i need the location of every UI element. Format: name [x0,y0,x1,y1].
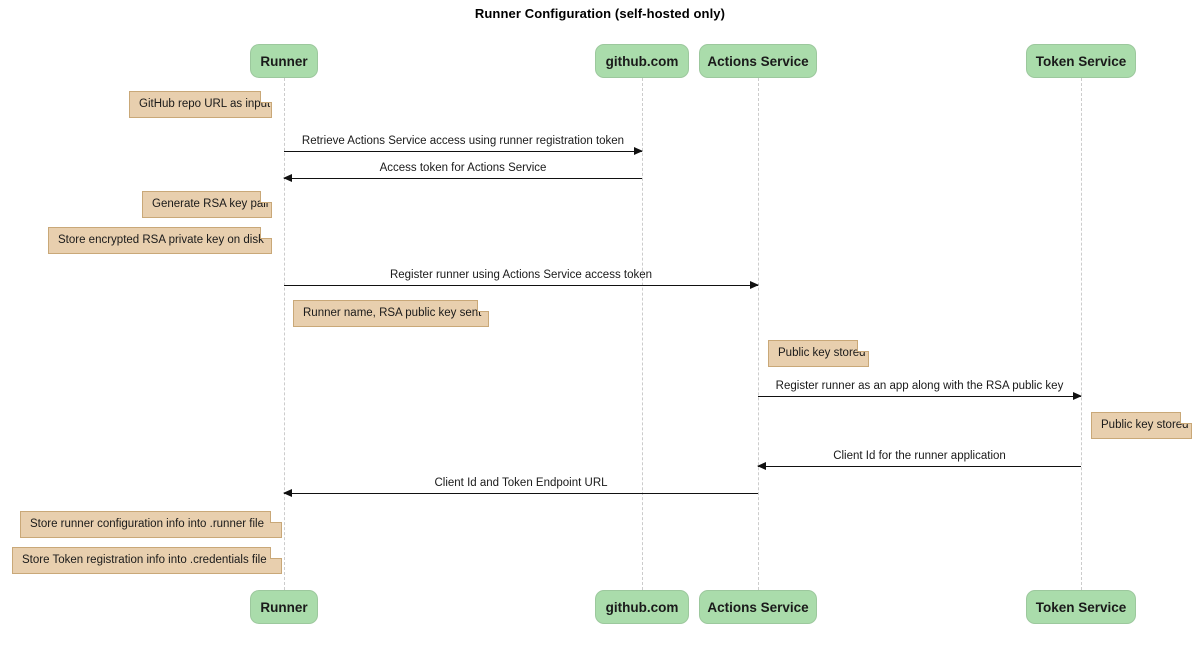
note-n1: GitHub repo URL as input [129,91,272,118]
note-text: Store Token registration info into .cred… [22,554,267,566]
note-n6: Public key stored [1091,412,1192,439]
participant-label: Token Service [1035,53,1127,69]
arrowhead-icon [283,174,292,182]
participant-label: Actions Service [707,53,809,69]
participant-label: Runner [260,599,308,615]
message-arrow-m4 [758,392,1082,400]
participant-top-token[interactable]: Token Service [1026,44,1136,78]
note-fold-corner-icon [260,91,272,103]
note-n8: Store Token registration info into .cred… [12,547,282,574]
note-text: Store runner configuration info into .ru… [30,518,264,530]
message-label-m6: Client Id and Token Endpoint URL [434,477,608,489]
message-arrow-m1 [284,147,643,155]
message-arrow-m5 [757,462,1081,470]
note-text: Runner name, RSA public key sent [303,307,482,319]
message-arrow-m3 [284,281,759,289]
note-fold-corner-icon [270,547,282,559]
message-label-m4: Register runner as an app along with the… [775,380,1064,392]
note-fold-corner-icon [270,511,282,523]
note-n2: Generate RSA key pair [142,191,272,218]
message-label-m3: Register runner using Actions Service ac… [389,269,653,281]
participant-top-actions[interactable]: Actions Service [699,44,817,78]
message-label-m2: Access token for Actions Service [379,162,547,174]
participant-top-github[interactable]: github.com [595,44,689,78]
message-arrow-m6 [283,489,758,497]
participant-label: Runner [260,53,308,69]
participant-bottom-github[interactable]: github.com [595,590,689,624]
note-fold-corner-icon [857,340,869,352]
arrowhead-icon [634,147,643,155]
participant-label: github.com [605,53,679,69]
note-text: Public key stored [778,347,866,359]
lifeline-runner [284,78,285,590]
message-arrow-m2 [283,174,642,182]
note-text: Generate RSA key pair [152,198,270,210]
participant-bottom-actions[interactable]: Actions Service [699,590,817,624]
participant-label: Actions Service [707,599,809,615]
lifeline-github [642,78,643,590]
note-fold-corner-icon [477,300,489,312]
note-text: Store encrypted RSA private key on disk [58,234,264,246]
arrowhead-icon [1073,392,1082,400]
diagram-title: Runner Configuration (self-hosted only) [474,6,726,21]
arrowhead-icon [750,281,759,289]
note-n4: Runner name, RSA public key sent [293,300,489,327]
arrowhead-icon [757,462,766,470]
lifeline-actions [758,78,759,590]
lifeline-token [1081,78,1082,590]
participant-bottom-token[interactable]: Token Service [1026,590,1136,624]
note-fold-corner-icon [260,191,272,203]
note-n3: Store encrypted RSA private key on disk [48,227,272,254]
note-n5: Public key stored [768,340,869,367]
arrowhead-icon [283,489,292,497]
note-fold-corner-icon [260,227,272,239]
participant-top-runner[interactable]: Runner [250,44,318,78]
participant-bottom-runner[interactable]: Runner [250,590,318,624]
message-label-m5: Client Id for the runner application [833,450,1006,462]
participant-label: Token Service [1035,599,1127,615]
message-label-m1: Retrieve Actions Service access using ru… [301,135,625,147]
note-text: GitHub repo URL as input [139,98,271,110]
note-fold-corner-icon [1180,412,1192,424]
note-text: Public key stored [1101,419,1189,431]
note-n7: Store runner configuration info into .ru… [20,511,282,538]
participant-label: github.com [605,599,679,615]
